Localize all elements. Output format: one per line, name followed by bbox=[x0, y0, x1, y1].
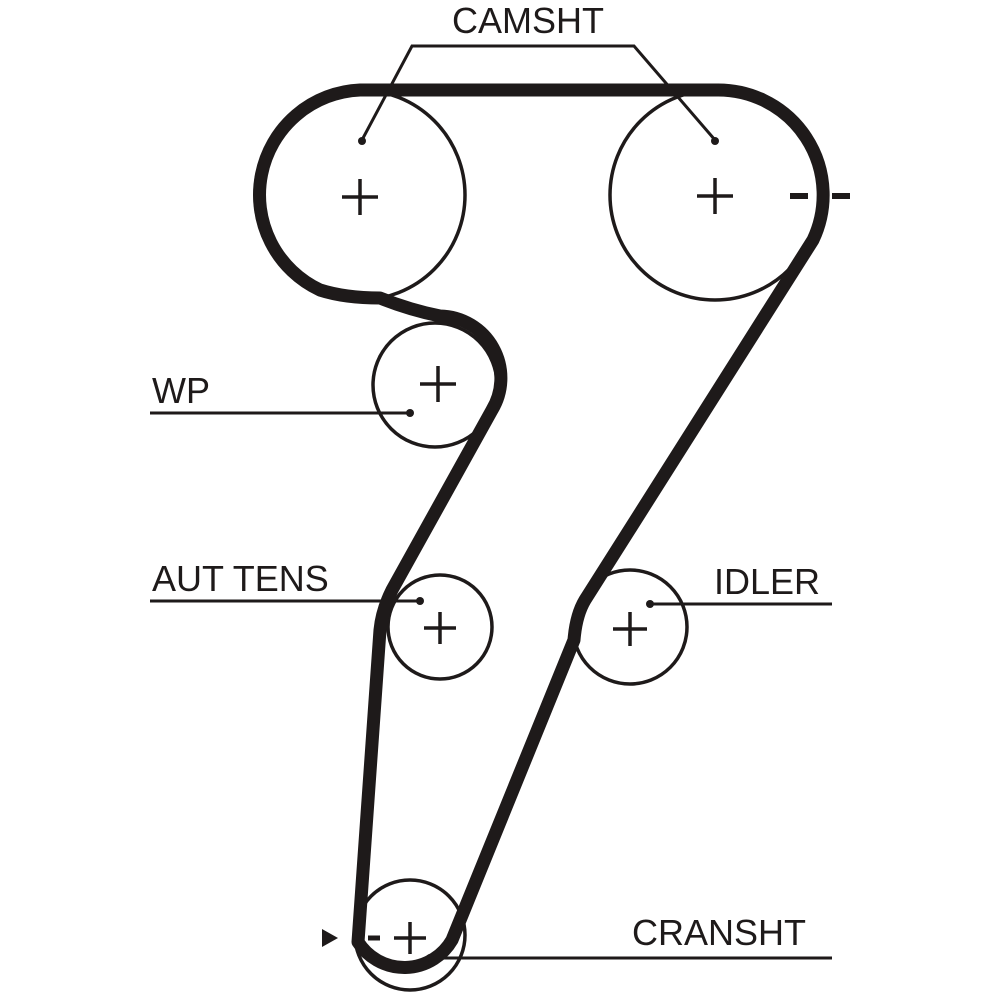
camshaft-left-leader-dot bbox=[358, 137, 366, 145]
center-mark-auto-tensioner bbox=[424, 612, 456, 644]
label-idler: IDLER bbox=[714, 561, 820, 602]
pulley-auto-tensioner bbox=[386, 573, 494, 681]
camshaft-right-leader-dot bbox=[711, 137, 719, 145]
water-pump-leader-dot bbox=[406, 409, 414, 417]
center-mark-camshaft-right bbox=[697, 178, 733, 214]
direction-arrow-icon bbox=[322, 929, 338, 947]
auto-tensioner-leader-dot bbox=[416, 597, 424, 605]
camshaft-leader bbox=[360, 44, 717, 141]
center-mark-idler bbox=[613, 612, 647, 646]
timing-belt bbox=[253, 83, 830, 974]
center-mark-crankshaft bbox=[394, 922, 426, 954]
center-mark-camshaft-left bbox=[342, 179, 378, 215]
label-crankshaft: CRANSHT bbox=[632, 912, 806, 953]
label-auto-tensioner: AUT TENS bbox=[152, 558, 329, 599]
idler-leader-dot bbox=[646, 600, 654, 608]
center-crosses bbox=[342, 178, 733, 954]
label-camshaft: CAMSHT bbox=[452, 0, 604, 41]
label-water-pump: WP bbox=[152, 370, 210, 411]
crankshaft-leader-dot bbox=[426, 954, 434, 962]
center-mark-water-pump bbox=[420, 366, 456, 402]
